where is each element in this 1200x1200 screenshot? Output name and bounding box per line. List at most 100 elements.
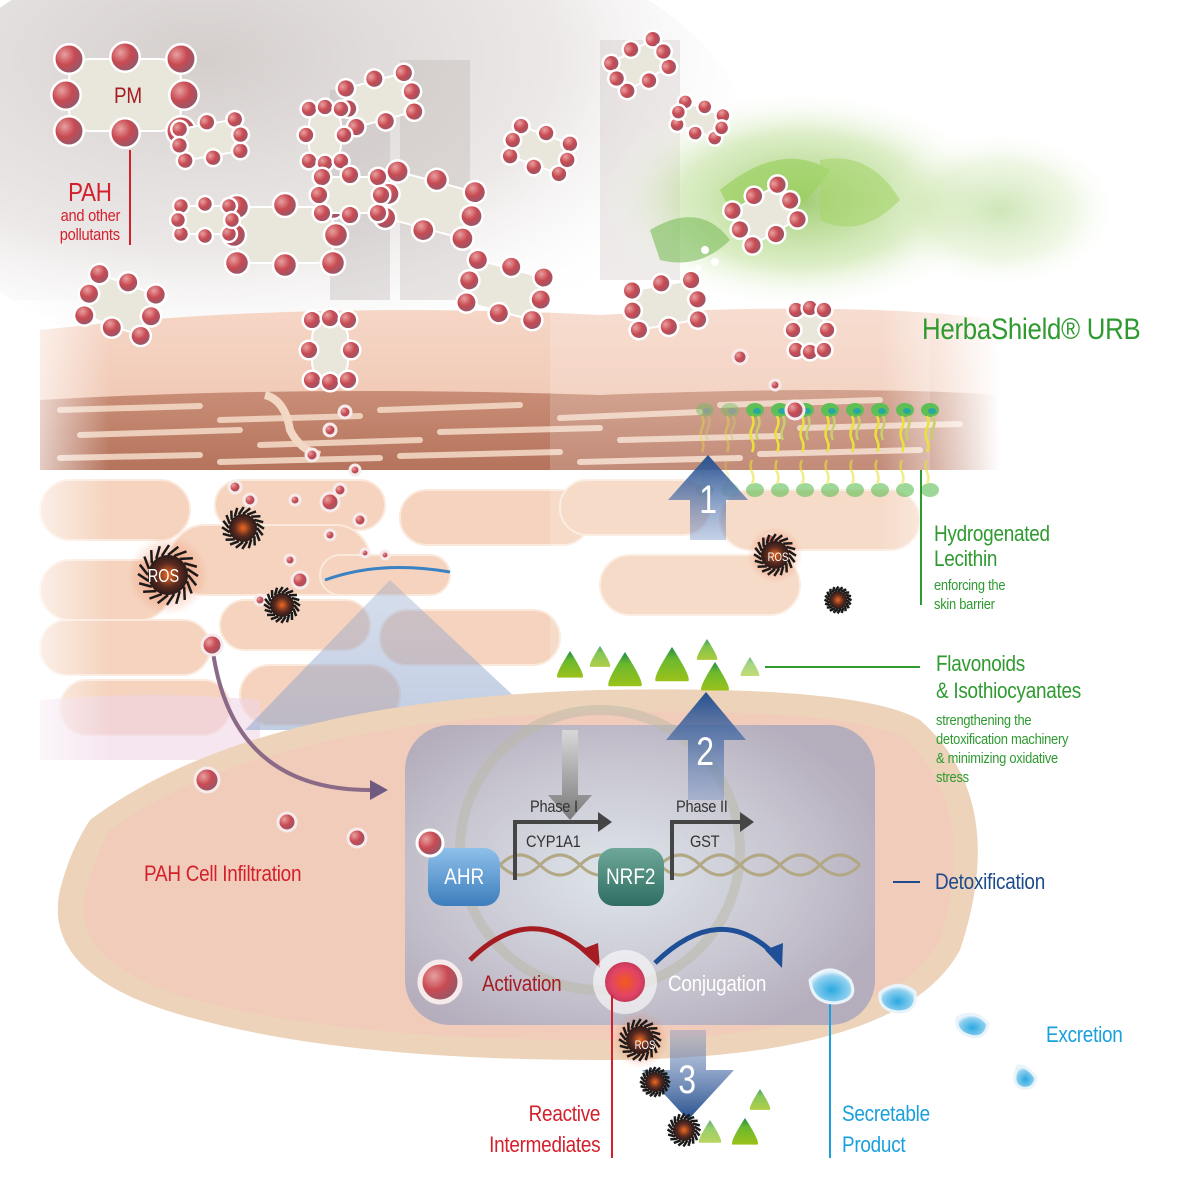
pah-molecule — [359, 547, 371, 559]
pah-molecule — [227, 479, 243, 495]
pm-particle — [296, 97, 354, 173]
flavonoid-triangle — [608, 652, 642, 687]
lecithin-molecule-lower — [921, 459, 939, 497]
activation-label: Activation — [482, 971, 562, 996]
flavonoid-triangle — [696, 639, 718, 660]
pollution-particles — [50, 29, 837, 393]
step-1-number: 1 — [699, 478, 718, 522]
ros-radical — [263, 586, 301, 624]
flavonoid-triangle — [701, 662, 729, 691]
pm-particle — [298, 307, 362, 393]
flavonoid-triangle — [556, 651, 584, 678]
conjugation-arrow — [653, 926, 777, 965]
pm-particle — [455, 248, 555, 332]
ros-radical — [639, 1066, 671, 1098]
lecithin-molecule-lower — [771, 459, 789, 497]
lecithin-desc-line2: skin barrier — [934, 596, 995, 613]
pm-particle — [621, 269, 709, 341]
excretion-label: Excretion — [1046, 1022, 1123, 1047]
lecithin-molecule-lower — [896, 459, 914, 497]
step-3-number: 3 — [678, 1058, 697, 1102]
flavonoids-title-line2: & Isothiocyanates — [936, 678, 1081, 703]
pm-particle — [601, 29, 679, 101]
pah-molecule — [768, 378, 782, 392]
ros-label-right: ROS — [767, 550, 789, 564]
pah-molecule — [323, 528, 337, 542]
ros-label-left: ROS — [147, 566, 180, 586]
infiltration-arrowhead — [370, 780, 388, 800]
flavonoids-desc-line1: strengthening the — [936, 712, 1032, 729]
lecithin-molecule-lower — [871, 459, 889, 497]
lecithin-molecule — [821, 403, 839, 453]
pm-particle — [335, 62, 425, 138]
flavonoid-triangle — [589, 646, 611, 667]
pah-molecule — [731, 348, 749, 366]
activation-arrow — [468, 926, 592, 962]
step-2-arrow — [666, 692, 746, 800]
pm-particle — [168, 194, 242, 246]
dna-helix — [498, 853, 862, 877]
ros-radicals — [128, 506, 853, 1148]
ros-radical — [823, 585, 853, 615]
product-title: HerbaShield® URB — [922, 313, 1141, 346]
pm-particle-label: PM — [114, 83, 142, 108]
pm-particle — [721, 174, 809, 256]
damaged-cell-membrane — [324, 566, 451, 582]
pah-molecule — [276, 811, 298, 833]
lecithin-title-line2: Lecithin — [934, 546, 998, 571]
lecithin-title-line1: Hydrogenated — [934, 521, 1050, 546]
reactive-intermediate — [605, 962, 645, 1002]
pah-sublabel-line1: and other — [60, 206, 121, 225]
pah-molecule — [379, 549, 391, 561]
conjugation-label: Conjugation — [668, 971, 767, 996]
pah-molecules — [193, 348, 806, 849]
lecithin-bilayer — [696, 403, 939, 497]
pm-particle — [668, 93, 732, 147]
pm-particle — [500, 116, 580, 184]
detoxification-label: Detoxification — [935, 869, 1045, 894]
ros-radical — [747, 527, 803, 583]
lecithin-molecule — [896, 403, 914, 453]
flavonoids-desc-line2: detoxification machinery — [936, 731, 1069, 748]
ros-radical — [666, 1112, 702, 1148]
pah-molecule — [352, 512, 368, 528]
pah-molecule — [193, 766, 221, 794]
ros-radical — [128, 535, 208, 615]
pah-cell-infiltration-label: PAH Cell Infiltration — [144, 861, 302, 886]
flavonoids-title-line1: Flavonoids — [936, 651, 1025, 676]
lecithin-molecule — [721, 403, 739, 453]
nrf2-factor — [598, 848, 664, 906]
phase1-arrow — [513, 820, 600, 880]
pah-molecule — [337, 404, 353, 420]
pah-sublabel-line2: pollutants — [59, 225, 120, 244]
step-1-arrow — [668, 455, 748, 540]
lecithin-desc-line1: enforcing the — [934, 577, 1006, 594]
ahr-receptor — [428, 848, 500, 906]
nrf2-label: NRF2 — [606, 864, 656, 889]
lecithin-molecule — [771, 403, 789, 453]
pm-particle — [308, 164, 392, 226]
secretable-label-line1: Secretable — [842, 1101, 930, 1126]
flavonoid-triangle — [740, 657, 760, 676]
lecithin-molecule-lower — [746, 459, 764, 497]
pah-molecule — [242, 492, 258, 508]
pah-molecule — [319, 491, 341, 513]
lecithin-molecule — [746, 403, 764, 453]
pah-molecule — [290, 570, 310, 590]
pah-molecule — [332, 482, 348, 498]
phase1-label: Phase I — [530, 797, 578, 816]
lecithin-molecule — [846, 403, 864, 453]
lecithin-molecule — [871, 403, 889, 453]
pah-molecule — [784, 399, 806, 421]
pah-bound-molecule — [415, 828, 445, 858]
pah-molecule — [304, 447, 320, 463]
flavonoid-triangles — [556, 639, 771, 1145]
reactive-label-line1: Reactive — [528, 1101, 600, 1126]
pah-molecule — [346, 827, 368, 849]
pah-molecule — [348, 463, 362, 477]
lecithin-molecule — [696, 403, 714, 453]
ahr-label: AHR — [444, 864, 484, 889]
ros-radical — [612, 1012, 668, 1068]
pm-particle — [169, 109, 251, 171]
phase2-gene-label: GST — [690, 832, 720, 851]
